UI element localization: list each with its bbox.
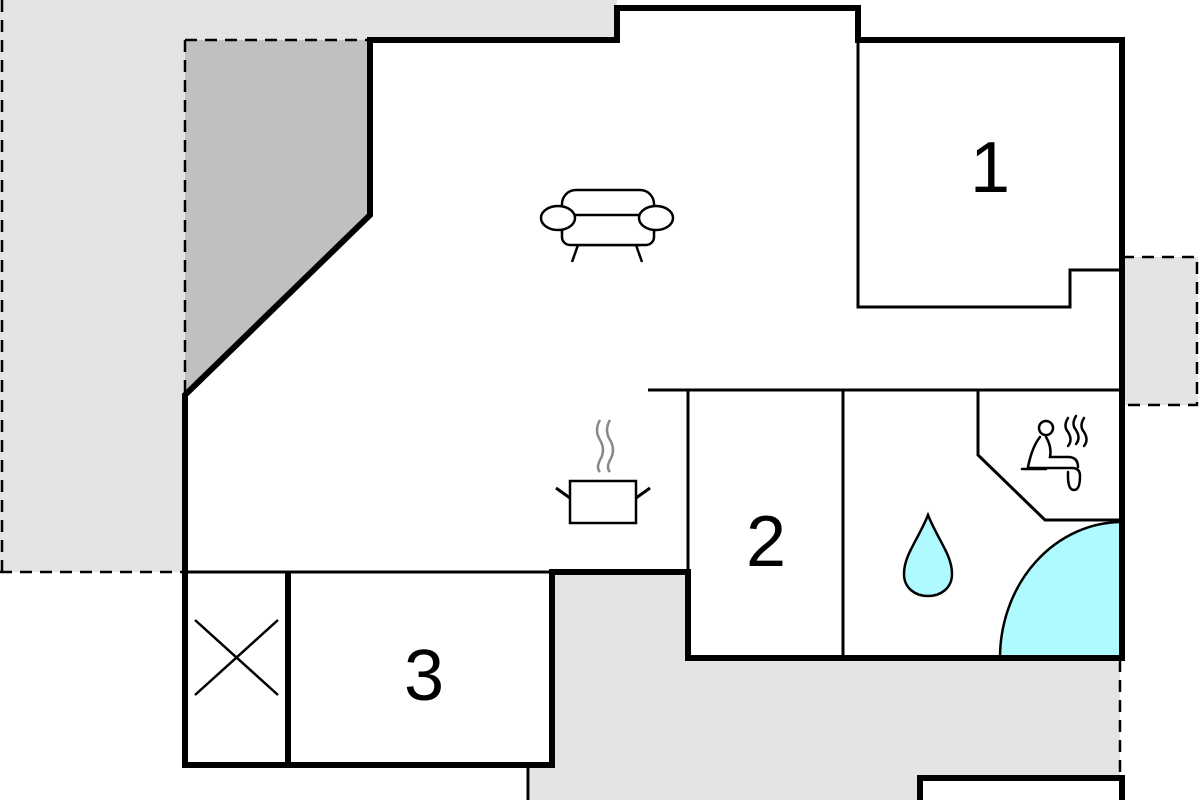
room-label-1: 1	[970, 128, 1010, 208]
utility-x-icon	[194, 619, 279, 696]
outer-walls	[182, 5, 1125, 768]
whirlpool-icon	[998, 520, 1124, 660]
inner-walls	[185, 40, 1122, 658]
terrace-bottom	[530, 575, 1120, 800]
covered-terrace	[185, 40, 370, 395]
terrace-right	[1122, 257, 1198, 405]
wall	[917, 775, 1125, 800]
terrace-boundary	[0, 0, 1199, 780]
sofa-icon	[539, 188, 675, 263]
cooking-pot-icon	[555, 419, 651, 525]
room-label-3: 3	[404, 636, 444, 716]
terrace-left	[0, 0, 617, 572]
water-drop-icon	[902, 511, 954, 598]
room-label-2: 2	[746, 502, 786, 582]
sauna-icon	[1020, 414, 1088, 492]
